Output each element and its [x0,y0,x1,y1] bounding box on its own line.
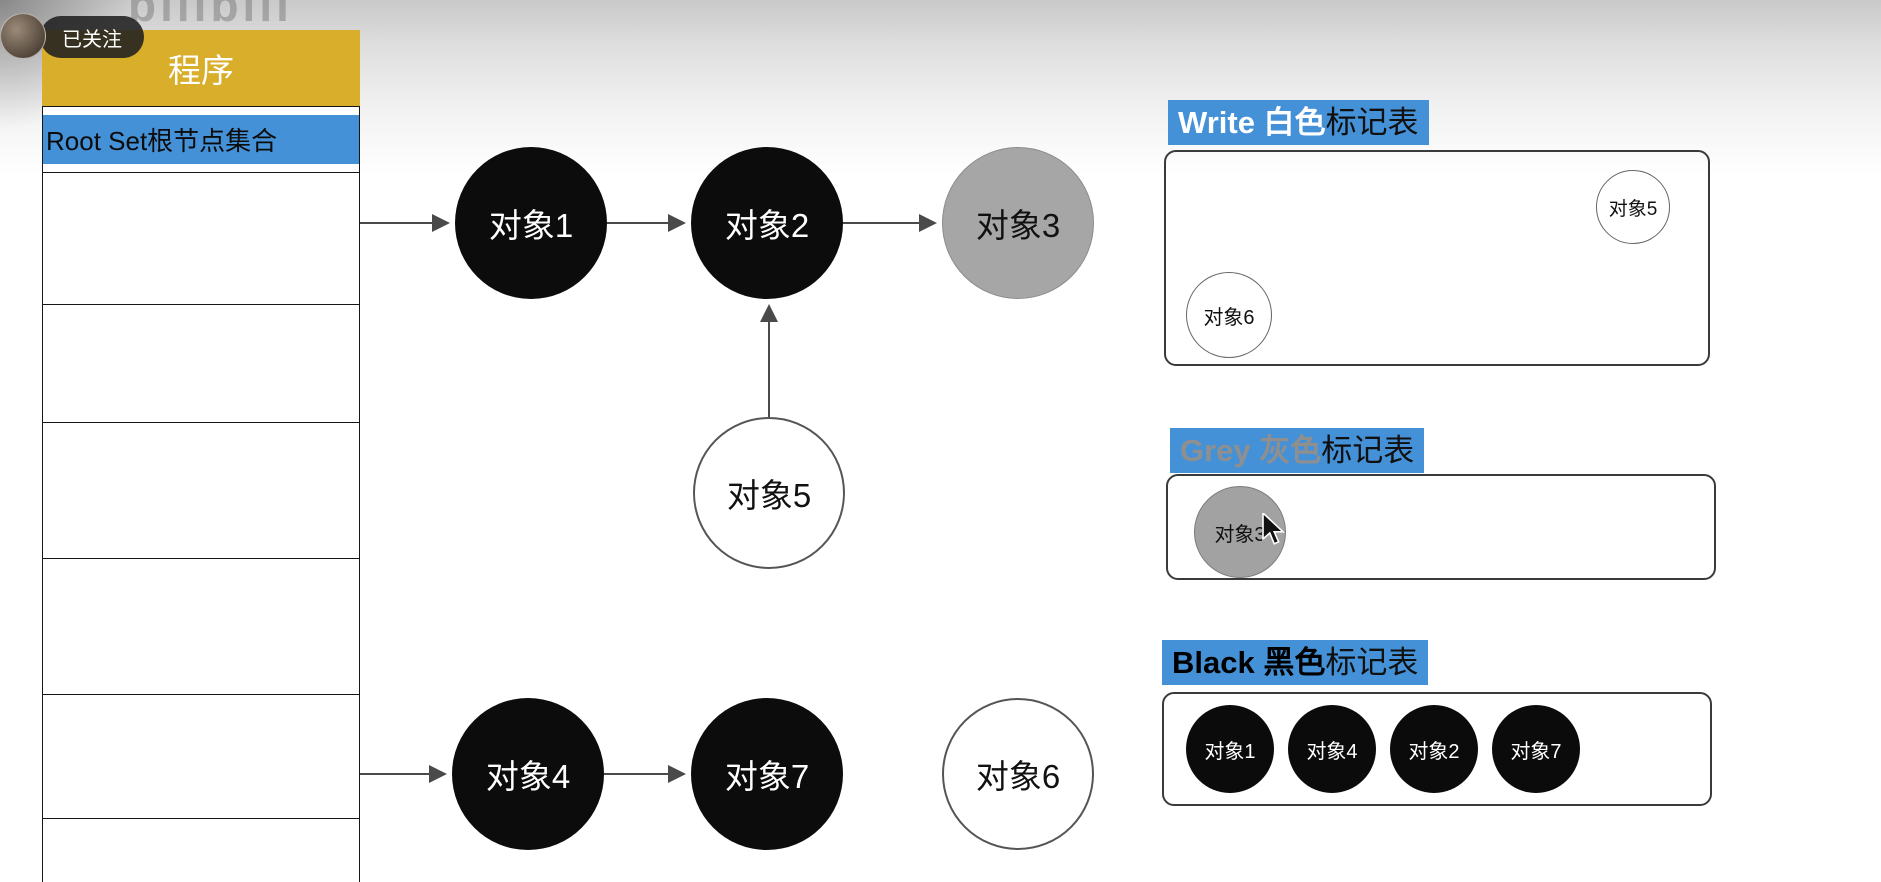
item-label: 对象3 [1214,523,1266,546]
follow-button-label: 已关注 [62,28,122,51]
black-table-item-obj2: 对象2 [1390,705,1478,793]
node-label: 对象1 [488,207,574,244]
white-table-heading-en: Write 白色 [1178,105,1326,140]
node-label: 对象2 [724,207,810,244]
grey-mark-table: 对象3 [1166,474,1716,580]
root-table-empty-cell [43,559,359,695]
black-mark-table: 对象1 对象4 对象2 对象7 [1162,692,1712,806]
root-table-empty-cell [43,305,359,423]
graph-node-obj5: 对象5 [693,417,845,569]
root-table-body: Root Set根节点集合 [42,106,360,882]
mouse-cursor-icon [1261,511,1287,553]
grey-table-heading: Grey 灰色标记表 [1170,428,1425,473]
black-table-item-obj7: 对象7 [1492,705,1580,793]
graph-node-obj7: 对象7 [691,698,843,850]
node-label: 对象7 [724,758,810,795]
graph-node-obj4: 对象4 [452,698,604,850]
grey-table-heading-cn: 标记表 [1321,433,1415,468]
node-label: 对象4 [485,758,571,795]
black-table-heading-en: Black 黑色 [1172,645,1326,680]
uploader-avatar[interactable] [0,13,46,59]
root-set-table: 程序 Root Set根节点集合 [42,30,360,882]
item-label: 对象7 [1510,740,1562,763]
item-label: 对象5 [1608,198,1658,220]
white-table-item-obj5: 对象5 [1596,170,1670,244]
root-table-empty-cell [43,173,359,305]
white-mark-table: 对象5 对象6 [1164,150,1710,366]
black-table-heading: Black 黑色标记表 [1162,640,1429,685]
root-table-empty-cell [43,819,359,882]
item-label: 对象2 [1408,740,1460,763]
black-table-heading-cn: 标记表 [1325,645,1419,680]
node-label: 对象6 [975,758,1061,795]
graph-node-obj1: 对象1 [455,147,607,299]
root-table-empty-cell [43,695,359,819]
grey-table-heading-en: Grey 灰色 [1180,433,1322,468]
item-label: 对象6 [1203,306,1255,329]
graph-node-obj3: 对象3 [942,147,1094,299]
white-table-heading-cn: 标记表 [1325,105,1419,140]
white-table-item-obj6: 对象6 [1186,272,1272,358]
root-set-title: Root Set根节点集合 [43,115,359,164]
item-label: 对象4 [1306,740,1358,763]
white-table-heading: Write 白色标记表 [1168,100,1429,145]
graph-node-obj2: 对象2 [691,147,843,299]
root-table-empty-cell [43,423,359,559]
bilibili-watermark: bilibili [128,0,293,31]
node-label: 对象3 [975,207,1061,244]
item-label: 对象1 [1204,740,1256,763]
grey-table-item-obj3: 对象3 [1194,486,1286,578]
black-table-item-obj1: 对象1 [1186,705,1274,793]
follow-button[interactable]: 已关注 [40,16,144,58]
node-label: 对象5 [726,477,812,514]
graph-node-obj6: 对象6 [942,698,1094,850]
black-table-item-obj4: 对象4 [1288,705,1376,793]
root-set-title-row: Root Set根节点集合 [43,107,359,173]
